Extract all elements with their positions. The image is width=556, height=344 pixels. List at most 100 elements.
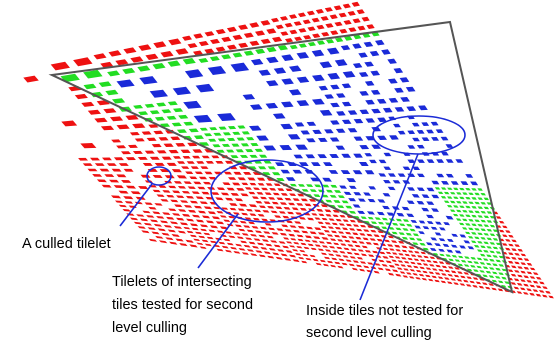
intersecting-tilelet bbox=[255, 48, 266, 54]
culled-tilelet bbox=[297, 238, 304, 242]
culled-tilelet bbox=[149, 156, 160, 160]
inside-tilelet bbox=[441, 181, 450, 185]
inside-tilelet bbox=[336, 93, 346, 98]
intersecting-tilelet bbox=[501, 284, 507, 288]
culled-tilelet bbox=[376, 238, 383, 242]
culled-tilelet bbox=[394, 263, 400, 266]
intersecting-tilelet bbox=[486, 237, 492, 241]
inside-tilelet bbox=[305, 154, 316, 159]
culled-tilelet bbox=[299, 207, 307, 211]
culled-tilelet bbox=[289, 225, 297, 228]
intersecting-tilelet bbox=[335, 37, 344, 43]
intersecting-tilelet bbox=[462, 210, 468, 213]
culled-tilelet bbox=[323, 230, 330, 233]
intersecting-tilelet bbox=[167, 60, 181, 67]
culled-tilelet bbox=[478, 285, 485, 289]
culled-tilelet bbox=[456, 279, 463, 282]
intersecting-tilelet bbox=[402, 219, 410, 222]
culled-tilelet bbox=[216, 248, 224, 252]
culled-tilelet bbox=[332, 250, 339, 253]
culled-tilelet bbox=[162, 190, 171, 193]
culled-tilelet bbox=[203, 181, 212, 185]
culled-tilelet bbox=[273, 244, 281, 248]
culled-tilelet bbox=[342, 219, 349, 222]
culled-tilelet bbox=[130, 56, 144, 63]
inside-tilelet bbox=[311, 162, 321, 166]
inside-tilelet bbox=[369, 50, 380, 57]
culled-tilelet bbox=[539, 281, 545, 285]
culled-tilelet bbox=[384, 268, 391, 272]
inside-tilelet bbox=[364, 153, 373, 157]
culled-tilelet bbox=[460, 275, 466, 279]
intersecting-tilelet bbox=[330, 184, 338, 188]
culled-tilelet bbox=[271, 17, 280, 23]
culled-tilelet bbox=[181, 191, 191, 194]
intersecting-tilelet bbox=[480, 237, 486, 240]
intersecting-tilelet bbox=[477, 232, 483, 236]
culled-tilelet bbox=[415, 269, 422, 273]
culled-tilelet bbox=[502, 234, 508, 238]
culled-tilelet bbox=[103, 108, 117, 114]
intersecting-tilelet bbox=[468, 210, 474, 213]
culled-tilelet bbox=[109, 179, 120, 183]
culled-tilelet bbox=[249, 213, 257, 216]
culled-tilelet bbox=[301, 260, 308, 264]
culled-tilelet bbox=[334, 227, 341, 230]
inside-tilelet bbox=[426, 242, 433, 246]
intersecting-tilelet bbox=[477, 249, 483, 252]
intersecting-tilelet bbox=[232, 52, 243, 58]
culled-tilelet bbox=[337, 265, 344, 269]
inside-tilelet bbox=[289, 65, 302, 72]
culled-tilelet bbox=[92, 174, 103, 177]
inside-tilelet bbox=[358, 72, 369, 77]
inside-tilelet bbox=[341, 101, 352, 107]
inside-tilelet bbox=[439, 227, 446, 231]
intersecting-tilelet bbox=[402, 228, 409, 231]
inside-tilelet bbox=[407, 187, 415, 191]
culled-tilelet bbox=[164, 175, 175, 179]
culled-tilelet bbox=[243, 32, 254, 38]
culled-tilelet bbox=[234, 198, 244, 202]
inside-tilelet bbox=[383, 166, 392, 170]
culled-tilelet bbox=[221, 207, 229, 210]
culled-tilelet bbox=[223, 171, 232, 175]
culled-tilelet bbox=[319, 259, 326, 263]
intersecting-tilelet bbox=[456, 192, 462, 195]
intersecting-tilelet bbox=[498, 272, 504, 276]
intersecting-tilelet bbox=[448, 258, 454, 262]
culled-tilelet bbox=[257, 183, 265, 186]
intersecting-tilelet bbox=[471, 206, 477, 209]
intersecting-tilelet bbox=[462, 192, 468, 195]
inside-tilelet bbox=[438, 238, 446, 242]
culled-tilelet bbox=[275, 256, 283, 260]
culled-tilelet bbox=[296, 246, 303, 249]
culled-tilelet bbox=[80, 143, 97, 149]
culled-tilelet-highlight bbox=[146, 166, 172, 186]
culled-tilelet bbox=[232, 182, 241, 186]
intersecting-tilelet bbox=[450, 200, 456, 204]
inside-tilelet bbox=[436, 159, 445, 163]
intersecting-tilelet bbox=[349, 210, 357, 214]
inside-tilelet bbox=[446, 249, 454, 253]
culled-tilelet bbox=[194, 171, 203, 175]
culled-tilelet bbox=[338, 231, 345, 234]
inside-tilelet bbox=[319, 109, 333, 116]
culled-tilelet bbox=[150, 219, 159, 223]
inside-tilelet bbox=[397, 130, 406, 135]
inside-tilelet bbox=[417, 159, 425, 163]
culled-tilelet bbox=[333, 242, 340, 246]
inside-tilelet bbox=[296, 52, 310, 59]
culled-tilelet bbox=[321, 245, 328, 248]
inside-tilelet bbox=[426, 159, 435, 163]
culled-tilelet bbox=[398, 240, 405, 244]
culled-tilelet bbox=[185, 195, 195, 199]
culled-tilelet bbox=[295, 253, 302, 256]
inside-tilelet bbox=[426, 221, 434, 225]
intersecting-tilelet bbox=[60, 73, 80, 83]
culled-tilelet bbox=[144, 150, 155, 154]
culled-tilelet bbox=[274, 215, 282, 218]
intersecting-tilelet bbox=[470, 265, 476, 268]
inside-tilelet bbox=[430, 237, 438, 241]
culled-tilelet bbox=[402, 275, 409, 278]
inside-tilelet bbox=[330, 120, 340, 125]
